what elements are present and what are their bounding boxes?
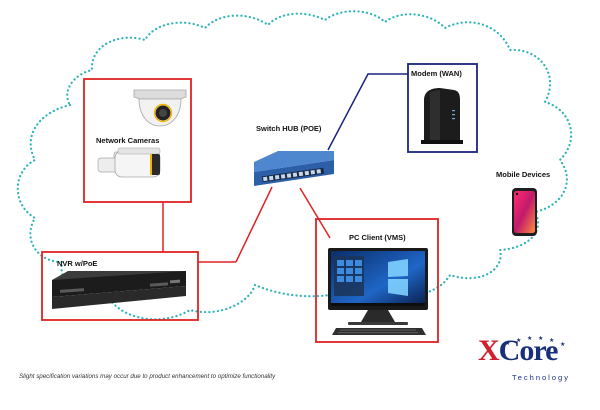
cloud-outline: [16, 10, 573, 321]
switch-pc-link: [299, 187, 331, 239]
modem-box: [407, 63, 478, 153]
nvr-switch-link-2: [235, 186, 273, 263]
bullet-camera-icon: [97, 147, 161, 178]
svg-text:★: ★: [527, 335, 532, 342]
cameras-box: [83, 78, 192, 203]
switch-icon: [254, 151, 334, 186]
switch-hub-label: Switch HUB (POE): [256, 124, 322, 133]
modem-icon: [421, 88, 463, 144]
pc-monitor-icon: [328, 248, 428, 335]
dome-camera-icon: [133, 89, 187, 127]
svg-text:★: ★: [505, 340, 510, 347]
modem-label: Modem (WAN): [411, 69, 462, 78]
smartphone-icon: [512, 188, 537, 236]
brand-logo-x: X: [478, 334, 500, 367]
svg-text:★: ★: [516, 337, 521, 344]
svg-text:★: ★: [538, 335, 543, 342]
svg-text:★: ★: [560, 341, 565, 348]
brand-logo-core: Core: [498, 334, 559, 367]
pc-client-label: PC Client (VMS): [349, 233, 406, 242]
brand-logo: XCore: [478, 334, 559, 367]
nvr-label: NVR w/PoE: [57, 259, 98, 268]
mobile-devices-label: Mobile Devices: [496, 170, 551, 179]
svg-text:★: ★: [549, 337, 554, 344]
logo-stars-icon: ★ ★ ★ ★ ★ ★: [505, 335, 565, 348]
switch-modem-link: [327, 73, 408, 151]
pc-box: [315, 218, 439, 343]
network-cameras-label: Network Cameras: [96, 136, 160, 145]
nvr-box: [41, 251, 199, 321]
nvr-icon: [52, 271, 186, 309]
footnote: Slight specification variations may occu…: [19, 373, 276, 380]
brand-tagline: Technology: [512, 373, 570, 382]
